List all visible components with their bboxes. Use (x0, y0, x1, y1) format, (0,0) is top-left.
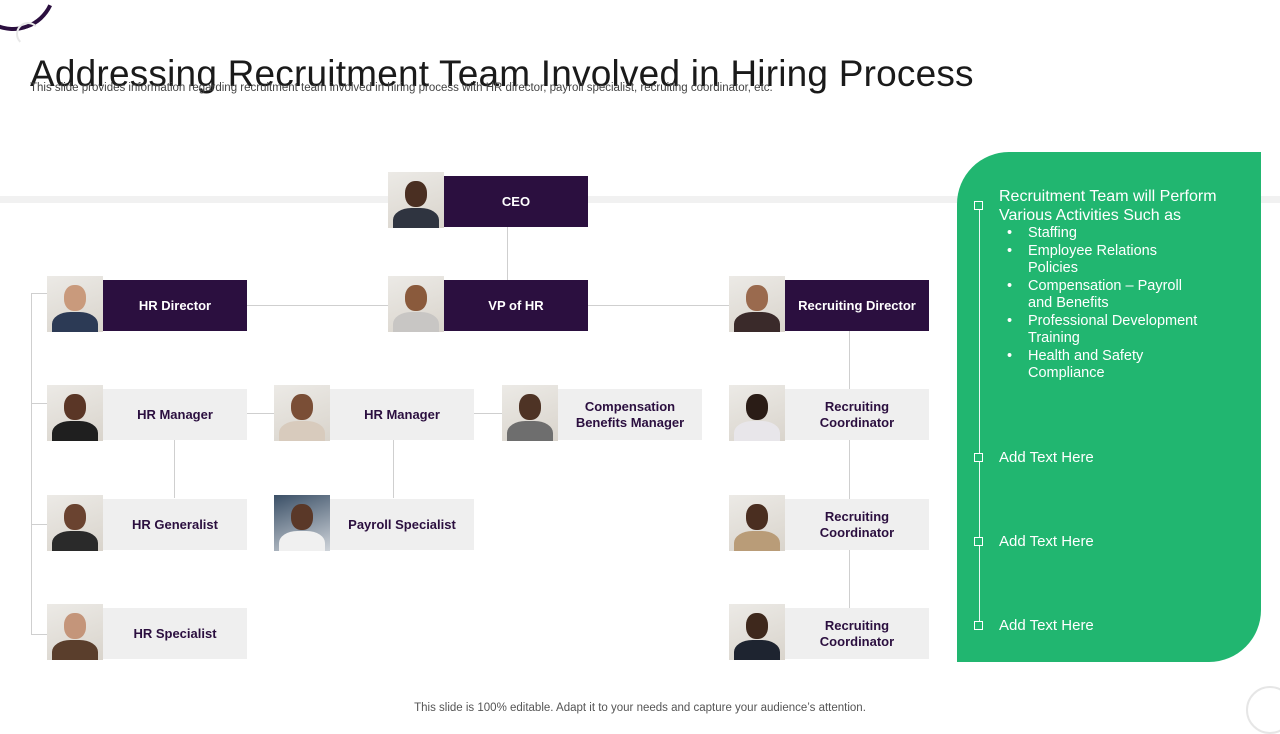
org-node-hr-generalist: HR Generalist (47, 495, 247, 551)
placeholder-text-1: Add Text Here (999, 449, 1094, 466)
timeline-marker (974, 453, 983, 462)
background-band (0, 196, 1280, 203)
slide-title: Addressing Recruitment Team Involved in … (30, 52, 974, 94)
node-label: HR Manager (330, 389, 474, 440)
avatar (274, 385, 330, 441)
org-node-payroll-specialist: Payroll Specialist (274, 495, 474, 551)
avatar (729, 604, 785, 660)
avatar (729, 495, 785, 551)
timeline-marker (974, 201, 983, 210)
timeline-marker (974, 537, 983, 546)
timeline-marker (974, 621, 983, 630)
avatar (47, 604, 103, 660)
avatar (729, 276, 785, 332)
org-node-comp-benefits-manager: Compensation Benefits Manager (502, 385, 702, 441)
node-label: Recruiting Director (785, 280, 929, 331)
org-node-hr-director: HR Director (47, 276, 247, 332)
org-node-vp-hr: VP of HR (388, 276, 588, 332)
list-item: Compensation – Payroll and Benefits (1007, 278, 1198, 313)
list-item: Staffing (1007, 225, 1198, 243)
avatar (47, 385, 103, 441)
node-label: HR Specialist (103, 608, 247, 659)
avatar (502, 385, 558, 441)
avatar (47, 276, 103, 332)
connector-recruiting-vertical (849, 330, 850, 608)
slide-subtitle: This slide provides information regardin… (30, 82, 773, 94)
org-node-hr-specialist: HR Specialist (47, 604, 247, 660)
org-node-hr-manager-2: HR Manager (274, 385, 474, 441)
node-label: Payroll Specialist (330, 499, 474, 550)
placeholder-text-2: Add Text Here (999, 533, 1094, 550)
avatar (388, 276, 444, 332)
connector-hr-left (31, 293, 32, 635)
node-label: VP of HR (444, 280, 588, 331)
node-label: HR Manager (103, 389, 247, 440)
node-label: Recruiting Coordinator (785, 608, 929, 659)
avatar (274, 495, 330, 551)
org-node-ceo: CEO (388, 172, 588, 228)
list-item: Health and Safety Compliance (1007, 348, 1198, 383)
connector-hr-specialist-stub (31, 634, 47, 635)
corner-decoration-small (16, 22, 40, 46)
slide-footer: This slide is 100% editable. Adapt it to… (414, 702, 866, 714)
avatar (47, 495, 103, 551)
connector-manager1-generalist (174, 439, 175, 498)
node-label: HR Director (103, 280, 247, 331)
placeholder-text-3: Add Text Here (999, 617, 1094, 634)
timeline-line (979, 206, 980, 626)
org-node-recruiting-coordinator-3: Recruiting Coordinator (729, 604, 929, 660)
avatar (729, 385, 785, 441)
connector-hr-generalist-stub (31, 524, 47, 525)
panel-heading: Recruitment Team will Perform Various Ac… (999, 188, 1217, 224)
node-label: HR Generalist (103, 499, 247, 550)
connector-hr-director-stub (31, 293, 47, 294)
connector-hr-manager-stub (31, 403, 47, 404)
org-node-recruiting-coordinator-2: Recruiting Coordinator (729, 495, 929, 551)
org-node-recruiting-director: Recruiting Director (729, 276, 929, 332)
node-label: CEO (444, 176, 588, 227)
node-label: Compensation Benefits Manager (558, 389, 702, 440)
activities-panel: Recruitment Team will Perform Various Ac… (957, 152, 1261, 662)
org-node-recruiting-coordinator-1: Recruiting Coordinator (729, 385, 929, 441)
connector-ceo-vp (507, 226, 508, 280)
avatar (388, 172, 444, 228)
list-item: Professional Development Training (1007, 313, 1198, 348)
list-item: Employee Relations Policies (1007, 243, 1198, 278)
node-label: Recruiting Coordinator (785, 389, 929, 440)
connector-manager2-payroll (393, 439, 394, 498)
node-label: Recruiting Coordinator (785, 499, 929, 550)
activities-list: Staffing Employee Relations Policies Com… (999, 225, 1198, 383)
org-node-hr-manager-1: HR Manager (47, 385, 247, 441)
